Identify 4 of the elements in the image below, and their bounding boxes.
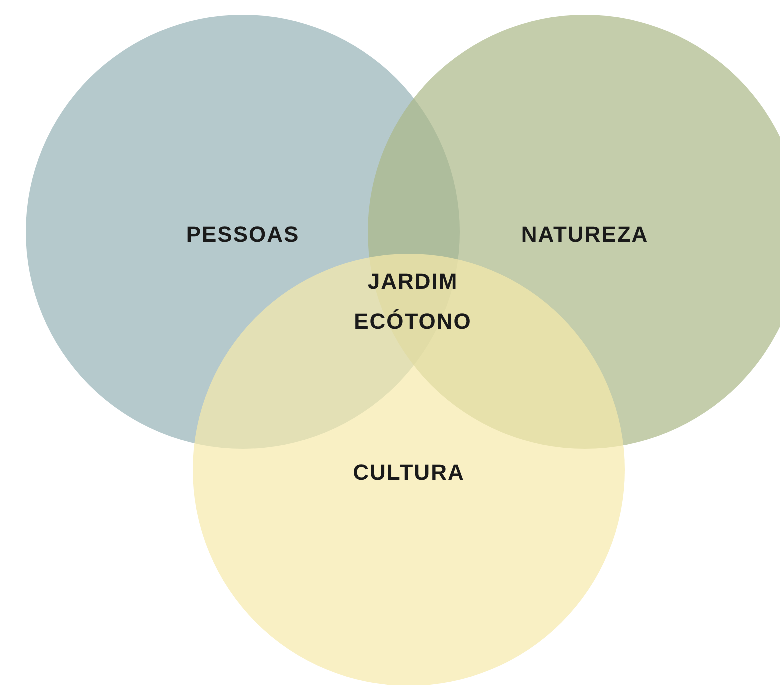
circle-label: CULTURA — [353, 459, 465, 487]
circle-label: PESSOAS — [186, 221, 300, 249]
intersection-label: JARDIM ECÓTONO — [353, 268, 473, 336]
circle-label: NATUREZA — [521, 221, 649, 249]
